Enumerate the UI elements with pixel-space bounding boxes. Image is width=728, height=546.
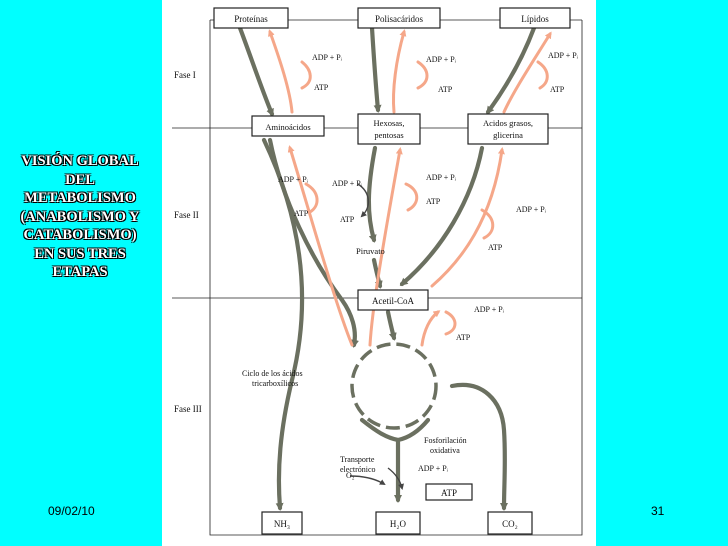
label-atp-8: ATP: [456, 333, 471, 342]
caption-line: DEL: [65, 171, 95, 188]
box-polisacaridos: [357, 7, 441, 29]
label-adp-3: ADP + Pᵢ: [548, 51, 579, 60]
caption-line: EN SUS TRES: [34, 245, 126, 262]
label-aminoacidos: Aminoácidos: [265, 122, 310, 132]
anabolic-arrow-polysaccharides: [392, 29, 407, 114]
catabolic-arrow-lipids: [485, 25, 537, 115]
label-hexosas-2: pentosas: [374, 130, 403, 140]
label-adp-7: ADP + Pᵢ: [516, 205, 547, 214]
slide-caption: VISIÓN GLOBAL DEL METABOLISMO (ANABOLISM…: [4, 152, 156, 282]
catabolic-arrow-proteins: [237, 25, 275, 117]
label-transporte-2: electrónico: [340, 465, 376, 474]
curl-oxphos: [387, 467, 404, 490]
box-atp: [425, 483, 473, 501]
catabolic-arrow-polysaccharides: [369, 25, 382, 113]
label-ciclo-2: tricarboxílicos: [252, 379, 298, 388]
label-proteinas: Proteínas: [234, 14, 268, 24]
label-nh3: NH₃: [274, 519, 290, 529]
label-atp-6: ATP: [426, 197, 441, 206]
label-adp-5: ADP + Pᵢ: [332, 179, 363, 188]
label-atp-2: ATP: [438, 85, 453, 94]
label-ciclo-1: Ciclo de los ácidos: [242, 369, 303, 378]
label-adp-4: ADP + Pᵢ: [278, 175, 309, 184]
label-acidos-grasos-2: glicerina: [493, 130, 523, 140]
label-atp-box: ATP: [441, 488, 457, 498]
label-acidos-grasos-1: Acidos grasos,: [483, 118, 533, 128]
caption-line: ETAPAS: [52, 264, 108, 280]
label-adp-1: ADP + Pᵢ: [312, 53, 343, 62]
box-acetil-coa: [357, 289, 429, 311]
label-lipidos: Lípidos: [521, 14, 549, 24]
box-proteinas: [213, 7, 289, 29]
frame-outline: [209, 20, 583, 536]
label-adp-2: ADP + Pᵢ: [426, 55, 457, 64]
label-acetil-coa: Acetil-CoA: [372, 296, 414, 306]
box-lipidos: [499, 7, 571, 29]
slide-date: 09/02/10: [48, 504, 95, 518]
label-atp-3: ATP: [550, 85, 565, 94]
metabolism-diagram: Fase I Fase II Fase III: [162, 0, 596, 546]
tca-cycle-circle: [350, 342, 438, 430]
box-aminoacidos: [251, 115, 325, 137]
curl-acetylcoa: [444, 310, 457, 336]
catabolic-arrow-co2: [449, 382, 509, 511]
catabolic-arrow-nh3: [261, 137, 305, 511]
slide-page-number: 31: [651, 504, 665, 518]
curl-polysaccharides: [416, 60, 429, 90]
curl-hexoses: [404, 182, 419, 212]
catabolic-arrow-fattyacids: [399, 145, 485, 287]
label-atp-5: ATP: [340, 215, 355, 224]
anabolic-arrow-lipids: [502, 31, 552, 114]
caption-line: CATABOLISMO): [23, 227, 137, 243]
phase-label-2: Fase II: [174, 210, 199, 220]
caption-line: METABOLISMO: [24, 190, 136, 206]
label-o2: O₂: [346, 471, 355, 480]
anabolic-arrow-fattyacids: [430, 147, 505, 288]
anabolic-arrow-acetylcoa: [420, 310, 441, 347]
box-h2o: [375, 511, 421, 535]
label-polisacaridos: Polisacáridos: [375, 14, 423, 24]
diagram-svg: Fase I Fase II Fase III: [172, 7, 583, 536]
label-atp-4: ATP: [294, 209, 309, 218]
curl-lipids: [536, 60, 549, 90]
label-fosforilacion-1: Fosforilación: [424, 436, 467, 445]
label-hexosas-1: Hexosas,: [374, 118, 405, 128]
curl-catabolic-hexoses: [357, 183, 369, 218]
label-transporte-1: Transporte: [340, 455, 375, 464]
curl-fattyacids: [480, 208, 495, 240]
box-nh3: [261, 511, 303, 535]
box-acidos-grasos: [467, 113, 549, 145]
phase-label-3: Fase III: [174, 404, 202, 414]
label-fosforilacion-2: oxidativa: [430, 446, 460, 455]
o2-arrow: [349, 475, 386, 486]
label-atp-7: ATP: [488, 243, 503, 252]
label-piruvato: Piruvato: [356, 246, 385, 256]
label-adp-6: ADP + Pᵢ: [426, 173, 457, 182]
curl-aminoacids: [304, 182, 319, 214]
label-h2o: H₂O: [390, 519, 407, 529]
box-co2: [487, 511, 533, 535]
anabolic-arrow-proteins: [268, 29, 294, 114]
anabolic-arrow-aminoacids: [287, 145, 354, 347]
catabolic-arrow-pyruvate: [371, 257, 383, 289]
label-adp-9: ADP + Pᵢ: [418, 464, 449, 473]
curl-proteins: [300, 60, 312, 90]
cycle-outflow: [359, 417, 431, 443]
catabolic-arrow-hexoses: [366, 145, 378, 243]
label-atp-1: ATP: [314, 83, 329, 92]
box-hexosas: [357, 113, 421, 145]
caption-line: VISIÓN GLOBAL: [21, 153, 139, 169]
label-co2: CO₂: [502, 519, 518, 529]
label-adp-8: ADP + Pᵢ: [474, 305, 505, 314]
catabolic-arrow-acetylcoa: [385, 309, 397, 341]
anabolic-arrow-hexoses: [368, 147, 403, 347]
phase-label-1: Fase I: [174, 70, 196, 80]
caption-line: (ANABOLISMO Y: [20, 208, 140, 225]
